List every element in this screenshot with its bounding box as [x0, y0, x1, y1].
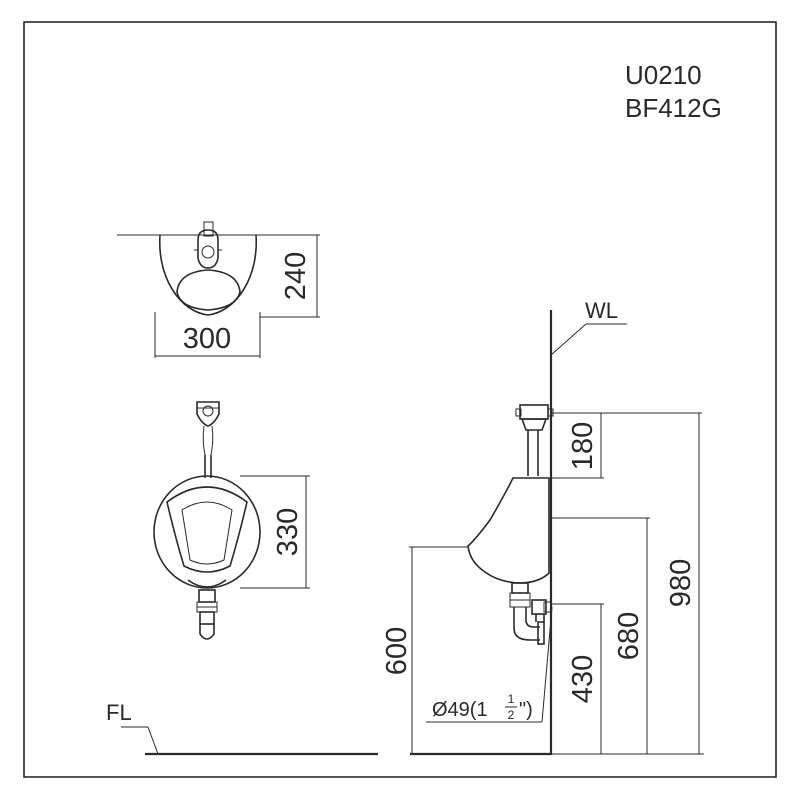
dim-side-outlet-height: 430	[567, 655, 599, 703]
side-view: WL FL	[106, 298, 704, 756]
front-view-trap	[187, 579, 227, 640]
label-floor-line: FL	[106, 700, 132, 725]
drawing-frame	[23, 21, 777, 778]
model-code-urinal: U0210	[625, 60, 702, 90]
top-view-basin	[176, 269, 241, 311]
front-view-bowl-outline	[153, 475, 261, 589]
side-view-flush-valve	[515, 404, 554, 476]
dim-top-depth: 240	[280, 252, 312, 300]
svg-text:1: 1	[508, 692, 515, 706]
dim-top-width: 300	[183, 323, 231, 355]
label-pipe-diameter: Ø49(1 1 2 ")	[432, 692, 533, 722]
svg-text:Ø49(1: Ø49(1	[432, 699, 488, 721]
top-view-flush-valve	[194, 221, 222, 269]
top-view-bowl-outline	[158, 234, 258, 316]
side-view-bowl-outline	[467, 477, 550, 584]
dim-side-rim-height: 600	[381, 627, 413, 675]
side-view-trap	[509, 582, 552, 645]
dim-side-valve-height: 180	[567, 422, 599, 470]
top-view: 300 240	[117, 221, 320, 358]
model-code-valve: BF412G	[625, 93, 722, 123]
front-view-flush-valve	[196, 401, 220, 478]
front-view: 330	[153, 401, 310, 640]
front-view-bowl-inner	[166, 486, 248, 573]
dim-side-lip-height: 680	[613, 612, 645, 660]
dim-side-total-height: 980	[665, 559, 697, 607]
svg-text:"): ")	[519, 699, 533, 721]
svg-text:2: 2	[508, 708, 515, 722]
label-wall-line: WL	[585, 298, 618, 323]
dim-front-height: 330	[272, 508, 304, 556]
